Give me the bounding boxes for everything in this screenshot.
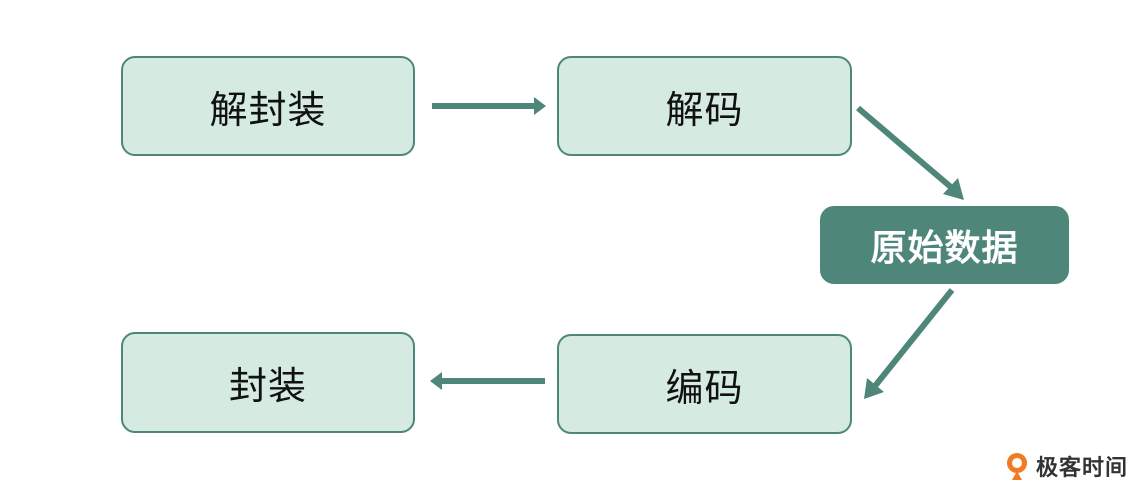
- watermark-logo: 极客时间: [1004, 450, 1128, 482]
- arrow-raw-data-to-encode: [864, 288, 955, 399]
- geektime-logo-icon: [1006, 453, 1027, 480]
- node-decapsulate: 解封装: [121, 56, 415, 156]
- node-decode: 解码: [557, 56, 852, 156]
- arrow-decode-to-raw-data: [856, 105, 964, 200]
- node-raw-data: 原始数据: [820, 206, 1069, 284]
- node-encode: 编码: [557, 334, 852, 434]
- arrow-decapsulate-to-decode: [432, 97, 546, 115]
- node-encapsulate: 封装: [121, 332, 415, 433]
- arrow-encode-to-encapsulate: [430, 372, 545, 390]
- logo-text: 极客时间: [1035, 456, 1128, 481]
